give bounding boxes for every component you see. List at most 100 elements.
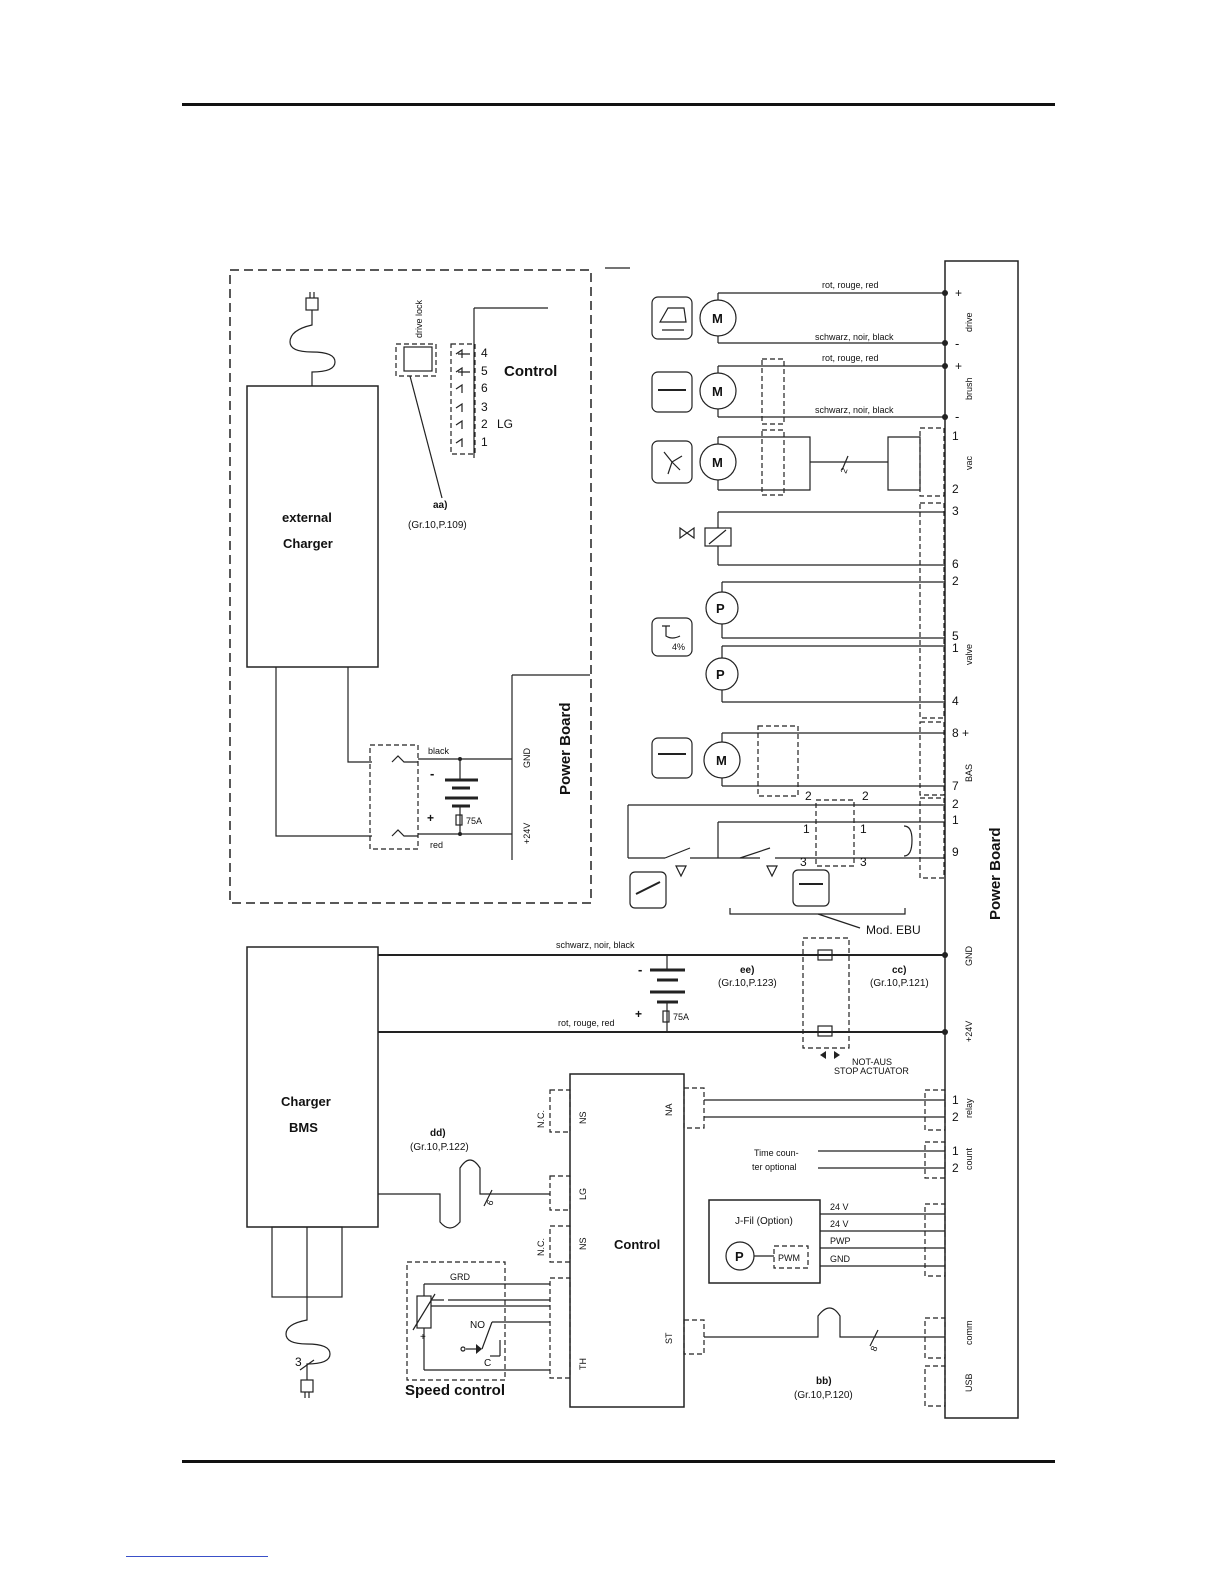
brush-plus-pin: +	[955, 359, 962, 373]
stop-line2: STOP ACTUATOR	[834, 1066, 909, 1076]
main-24v-label: +24V	[964, 1021, 974, 1042]
valve-pin-2: 2	[952, 574, 959, 588]
cc-ref: (Gr.10,P.121)	[870, 978, 929, 989]
jfil-pump-p: P	[735, 1249, 744, 1264]
valve-connector-label: valve	[964, 644, 974, 665]
count-pin-1: 1	[952, 1144, 959, 1158]
stop-actuator-connector	[802, 937, 850, 1049]
fuse-label-2: 75A	[673, 1012, 689, 1022]
control-top-pin-3: 3	[481, 400, 488, 414]
valve-solenoid	[679, 511, 945, 566]
lg-wire-count: 6	[484, 1199, 495, 1207]
bas-motor-group	[651, 725, 945, 797]
main-black-label: schwarz, noir, black	[556, 940, 635, 950]
control-top-lg: LG	[497, 417, 513, 431]
na-label: NA	[664, 1103, 674, 1116]
jfil-24v-b: 24 V	[830, 1219, 849, 1229]
relay-pin-1: 1	[952, 1093, 959, 1107]
ns-nc-label-2: N.C.	[536, 1238, 546, 1256]
external-charger-frame	[229, 269, 592, 904]
bas-connector-label: BAS	[964, 764, 974, 782]
black-wire-label: black	[428, 746, 450, 756]
bas-pin-7: 7	[952, 779, 959, 793]
charger-bms-label-1: Charger	[281, 1094, 331, 1109]
charger-bms-label-2: BMS	[289, 1120, 318, 1135]
count-connector-label: count	[964, 1147, 974, 1170]
jfil-box	[708, 1199, 821, 1284]
pump-2-p: P	[716, 667, 725, 682]
sw-pin-9: 9	[952, 845, 959, 859]
charger-bms-cable	[271, 1226, 343, 1398]
bas-motor-m: M	[716, 753, 727, 768]
vac-pin-1: 1	[952, 429, 959, 443]
ext-charger-lead-black	[347, 667, 372, 763]
drive-lock-connector	[395, 343, 437, 377]
switch-pin-b1: 1	[860, 822, 867, 836]
main-red-label: rot, rouge, red	[558, 1018, 615, 1028]
brush-black-label: schwarz, noir, black	[815, 405, 894, 415]
plug-wire-count: 3	[295, 1355, 302, 1369]
control-top-pin-6: 6	[481, 381, 488, 395]
control-top-pin-4: 4	[481, 346, 488, 360]
speed-plus: +	[420, 1332, 426, 1343]
vac-connector-label: vac	[964, 455, 974, 470]
drive-lock-label: drive lock	[414, 299, 424, 338]
control-main-label: Control	[614, 1237, 660, 1252]
comm-wire	[704, 1307, 945, 1338]
charger-bms-box	[246, 946, 379, 1228]
top-rule	[182, 103, 1055, 106]
pump-1-p: P	[716, 601, 725, 616]
vac-pin-2: 2	[952, 482, 959, 496]
brush-red-label: rot, rouge, red	[822, 353, 879, 363]
stop-arrows	[820, 1051, 840, 1059]
external-charger-label-2: Charger	[283, 536, 333, 551]
red-wire-label: red	[430, 840, 443, 850]
fuse-label-1: 75A	[466, 816, 482, 826]
speed-potentiometer	[412, 1283, 550, 1371]
jfil-label: J-Fil (Option)	[735, 1216, 793, 1227]
control-top-pin-5: 5	[481, 364, 488, 378]
sw-pin-2: 2	[952, 797, 959, 811]
drive-red-label: rot, rouge, red	[822, 280, 879, 290]
drive-motor-m: M	[712, 311, 723, 326]
bms-lg-cable	[378, 1159, 550, 1229]
speed-c: C	[484, 1358, 491, 1369]
bas-connector	[919, 721, 945, 796]
th-label: TH	[578, 1358, 588, 1370]
comm-connector-label: comm	[964, 1321, 974, 1346]
power-board-main	[944, 260, 1019, 1419]
battery-minus-1: -	[430, 766, 434, 781]
switch-pin-a1: 1	[803, 822, 810, 836]
sw-pin-1: 1	[952, 813, 959, 827]
jfil-24v-a: 24 V	[830, 1202, 849, 1212]
vac-motor-m: M	[712, 455, 723, 470]
detergent-percent: 4%	[672, 642, 685, 652]
brush-minus-pin: -	[955, 409, 959, 424]
battery-symbol-1	[445, 759, 478, 834]
valve-pin-1: 1	[952, 641, 959, 655]
time-counter-line2: ter optional	[752, 1162, 797, 1172]
dd-ref: (Gr.10,P.122)	[410, 1142, 469, 1153]
relay-pin-2: 2	[952, 1110, 959, 1124]
control-top-pin-1: 1	[481, 435, 488, 449]
control-top-label: Control	[504, 363, 557, 380]
jfil-pwp: PWP	[830, 1236, 851, 1246]
switch-pin-b3: 3	[860, 855, 867, 869]
jfil-pwm: PWM	[778, 1253, 800, 1263]
aa-label: aa)	[433, 500, 447, 511]
pump-2	[705, 645, 945, 703]
vac-motor-group	[651, 427, 945, 497]
ext-charger-lead-red	[275, 667, 372, 837]
switch-pin-a3: 3	[800, 855, 807, 869]
brush-motor-m: M	[712, 384, 723, 399]
power-board-small-label: Power Board	[557, 702, 574, 795]
footer-link-underline	[126, 1556, 268, 1557]
ns-nc-label-1: N.C.	[536, 1110, 546, 1128]
switch-pin-b2: 2	[862, 789, 869, 803]
bottom-rule	[182, 1460, 1055, 1463]
speed-control-frame	[406, 1261, 506, 1381]
small-gnd-label: GND	[522, 748, 532, 769]
valve-pin-4: 4	[952, 694, 959, 708]
ns-label-1: NS	[578, 1111, 588, 1124]
st-label: ST	[664, 1332, 674, 1344]
